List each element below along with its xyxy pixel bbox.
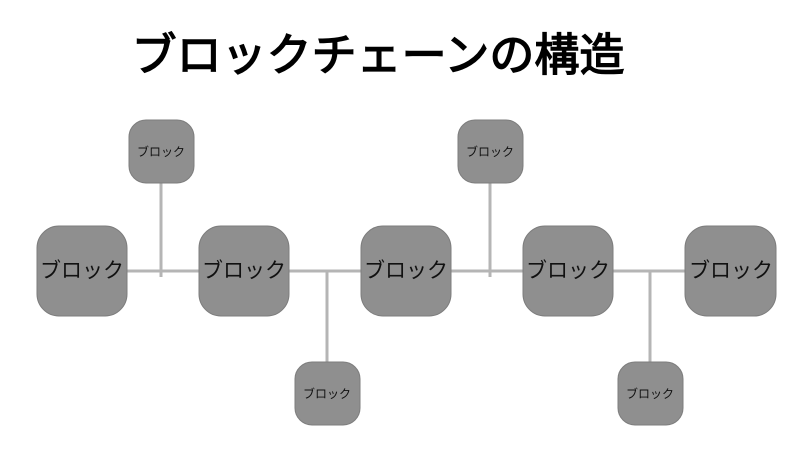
main-block-1-shape [36,225,128,317]
main-block-3-shape [360,225,452,317]
side-block-top-2-label: ブロック [466,144,514,159]
page-title: ブロックチェーンの構造 [132,30,625,81]
main-block-2-shape [198,225,290,317]
main-block-1: ブロック [36,225,128,317]
side-block-bottom-2-shape [617,361,684,426]
side-block-top-2: ブロック [457,119,524,184]
main-block-2-label: ブロック [202,260,286,283]
side-block-top-1: ブロック [128,119,195,184]
side-block-bottom-1-label: ブロック [303,386,351,401]
main-block-1-label: ブロック [40,260,124,283]
main-block-4: ブロック [522,225,614,317]
main-block-2: ブロック [198,225,290,317]
main-block-4-label: ブロック [526,260,610,283]
main-block-5-shape [684,225,777,317]
main-block-3: ブロック [360,225,452,317]
side-block-top-1-label: ブロック [137,144,185,159]
main-block-5-label: ブロック [689,260,773,283]
side-block-top-2-shape [457,119,524,184]
side-block-bottom-2: ブロック [617,361,684,426]
main-block-4-shape [522,225,614,317]
side-block-top-1-shape [128,119,195,184]
side-block-bottom-2-label: ブロック [626,386,674,401]
main-block-3-label: ブロック [364,260,448,283]
side-block-bottom-1-shape [294,361,361,426]
side-block-bottom-1: ブロック [294,361,361,426]
main-block-5: ブロック [684,225,777,317]
